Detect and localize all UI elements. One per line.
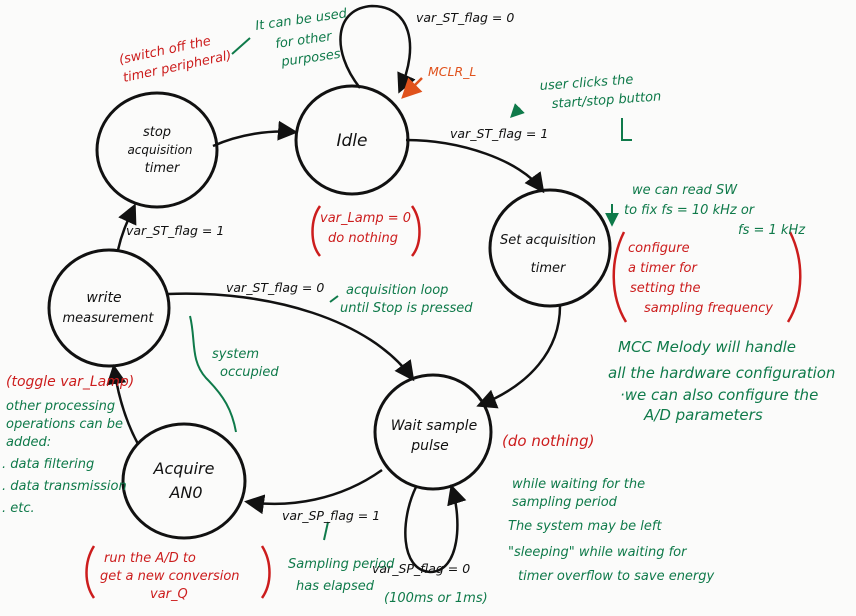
paren-idle-right: [410, 205, 421, 257]
note-mcc-4: A/D parameters: [643, 406, 763, 424]
label-wait-1: Wait sample: [391, 418, 477, 434]
label-wait-2: pulse: [410, 438, 449, 454]
label-set-2: timer: [531, 261, 567, 276]
note-read-sw-3: fs = 1 kHz: [738, 223, 806, 238]
transition-wait-to-acquire: [244, 468, 383, 515]
transition-stop-to-idle: [212, 120, 298, 148]
label-idle-self: var_ST_flag = 0: [416, 10, 514, 25]
note-run-ad-2: get a new conversion: [100, 569, 240, 584]
note-other-processing-2: operations can be: [6, 417, 123, 432]
label-acquire-1: Acquire: [153, 459, 215, 478]
paren-idle-left: [311, 205, 322, 257]
mclr-arrow: [401, 77, 423, 99]
paren-configure-left: [612, 231, 628, 323]
label-stop-1: stop: [143, 125, 171, 140]
note-configure-3: setting the: [630, 281, 701, 296]
label-write-2: measurement: [63, 311, 155, 326]
note-pointer-other-purposes: [231, 37, 251, 55]
note-configure-2: a timer for: [628, 261, 698, 276]
note-other-processing-4: . data filtering: [2, 457, 94, 472]
label-stop-3: timer: [145, 161, 181, 176]
note-waiting-3: The system may be left: [508, 519, 662, 534]
label-write-1: write: [86, 290, 121, 306]
label-stop-to-idle: var_ST_flag = 1: [126, 223, 224, 238]
paren-run-right: [260, 545, 271, 599]
note-idle-action-2: do nothing: [328, 231, 398, 246]
note-configure-1: configure: [628, 241, 690, 256]
state-write: [47, 248, 171, 368]
label-idle: Idle: [337, 131, 368, 151]
note-waiting-1: while waiting for the: [512, 477, 645, 492]
note-pointer-start-stop: [621, 118, 632, 141]
note-idle-action-1: var_Lamp = 0: [320, 211, 411, 226]
label-write-to-wait: var_ST_flag = 0: [226, 280, 324, 295]
transition-idle-self: [339, 4, 416, 94]
note-acq-loop-1: acquisition loop: [346, 283, 448, 298]
note-waiting-4: "sleeping" while waiting for: [508, 545, 688, 560]
label-idle-to-set: var_ST_flag = 1: [450, 126, 548, 141]
state-stop-timer: [95, 91, 219, 209]
note-other-processing-5: . data transmission: [2, 479, 127, 494]
note-system-occupied-2: occupied: [220, 365, 279, 380]
paren-run-left: [85, 545, 96, 599]
note-other-processing-1: other processing: [6, 399, 115, 414]
transition-idle-to-set: [405, 138, 545, 194]
note-run-ad-1: run the A/D to: [104, 551, 196, 566]
note-sampling-1: Sampling period: [288, 557, 395, 572]
note-waiting-5: timer overflow to save energy: [518, 569, 715, 584]
state-set-timer: [488, 188, 612, 308]
note-other-purposes-3: purposes: [279, 47, 341, 70]
note-waiting-2: sampling period: [512, 495, 618, 510]
state-wait: [373, 373, 493, 491]
paren-configure-right: [786, 231, 802, 323]
note-system-occupied-1: system: [212, 347, 259, 362]
note-other-processing-3: added:: [6, 435, 51, 450]
label-acquire-2: AN0: [168, 483, 202, 502]
note-pointer-sampling: [323, 521, 329, 541]
note-do-nothing: (do nothing): [502, 432, 594, 450]
transition-acquire-to-write: [106, 364, 140, 445]
note-mcc-3: ·we can also configure the: [620, 386, 818, 404]
label-stop-2: acquisition: [127, 143, 192, 157]
note-read-sw-1: we can read SW: [632, 183, 738, 198]
note-user-clicks-1: user clicks the: [539, 72, 634, 94]
label-mclr: MCLR_L: [428, 64, 476, 79]
label-wait-to-acquire: var_SP_flag = 1: [282, 508, 380, 523]
note-pointer-acq-loop: [329, 295, 339, 303]
note-toggle: (toggle var_Lamp): [6, 374, 134, 390]
note-run-ad-3: var_Q: [150, 587, 188, 602]
state-acquire: [121, 422, 247, 540]
transition-write-to-stop: [116, 203, 137, 251]
transition-wait-self: [404, 484, 467, 574]
note-read-sw-2: to fix fs = 10 kHz or: [624, 203, 756, 218]
label-wait-self: var_SP_flag = 0: [372, 561, 470, 576]
transition-write-to-wait: [167, 292, 415, 382]
note-pointer-user-clicks: [510, 103, 525, 118]
note-mcc-2: all the hardware configuration: [608, 364, 835, 382]
note-configure-4: sampling frequency: [644, 301, 773, 316]
transition-set-to-wait: [476, 305, 562, 409]
note-sampling-2: has elapsed: [296, 579, 375, 594]
note-mcc-1: MCC Melody will handle: [618, 338, 796, 356]
label-set-1: Set acquisition: [500, 233, 596, 248]
note-other-processing-6: . etc.: [2, 501, 35, 516]
note-user-clicks-2: start/stop button: [551, 89, 662, 112]
system-occupied-line: [189, 315, 237, 433]
note-other-purposes-1: It can be used: [254, 6, 348, 34]
note-sampling-3: (100ms or 1ms): [384, 591, 488, 606]
note-acq-loop-2: until Stop is pressed: [340, 301, 473, 316]
